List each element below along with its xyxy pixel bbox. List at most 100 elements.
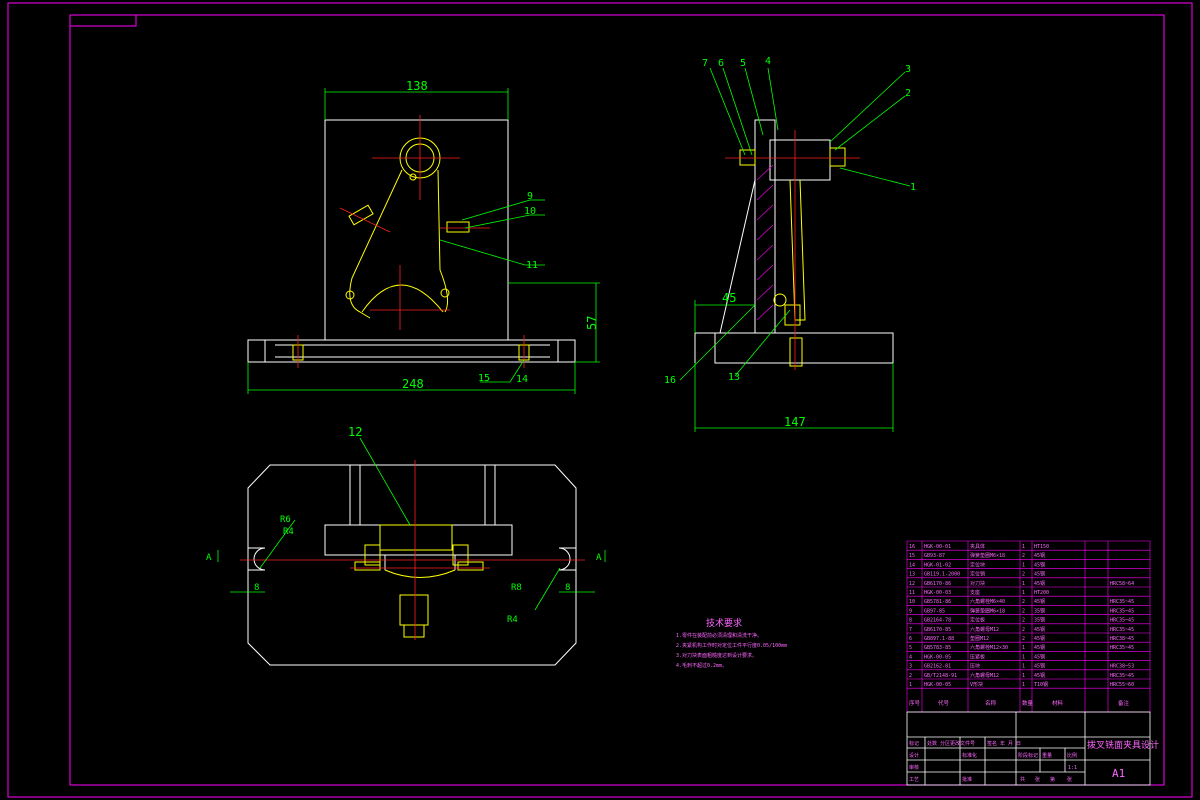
section-mark-right: A — [596, 553, 602, 563]
parts-cell-r6-c1: GB5781-86 — [924, 599, 951, 605]
parts-cell-r9-c2: 六角螺母M12 — [970, 626, 999, 633]
side-view: 45 147 7 6 5 4 3 2 1 16 13 — [664, 56, 916, 432]
drawing-frame — [7, 2, 1193, 798]
tb-role-approve: 批准 — [962, 776, 972, 783]
parts-header-c5: 备注 — [1118, 699, 1130, 707]
parts-cell-r6-c2: 六角螺栓M6×40 — [970, 598, 1005, 605]
parts-cell-r11-c5: HRC35~45 — [1110, 645, 1134, 651]
parts-cell-r8-c2: 定位板 — [970, 617, 985, 624]
parts-cell-r4-c0: 12 — [909, 581, 915, 587]
parts-cell-r2-c1: HGK-01-02 — [924, 562, 951, 568]
parts-cell-r0-c3: 1 — [1022, 544, 1025, 550]
parts-cell-r12-c2: 压紧板 — [970, 653, 985, 660]
parts-cell-r10-c3: 2 — [1022, 636, 1025, 642]
radius-r8: R8 — [511, 583, 522, 593]
parts-cell-r4-c5: HRC58~64 — [1110, 581, 1134, 587]
parts-cell-r1-c0: 15 — [909, 553, 915, 559]
tb-stage-scale: 比例 — [1067, 752, 1077, 759]
balloon-1: 1 — [910, 182, 916, 193]
parts-cell-r7-c5: HRC35~45 — [1110, 608, 1134, 614]
dim-width-base: 248 — [402, 377, 424, 391]
parts-cell-r6-c4: 45钢 — [1034, 598, 1045, 605]
parts-cell-r9-c1: GB6170-85 — [924, 627, 951, 633]
balloon-10: 10 — [524, 206, 536, 217]
parts-cell-r13-c4: 45钢 — [1034, 663, 1045, 670]
parts-cell-r2-c0: 14 — [909, 562, 915, 568]
parts-cell-r14-c1: GB/T2148-91 — [924, 673, 957, 679]
parts-cell-r12-c3: 1 — [1022, 654, 1025, 660]
parts-cell-r6-c5: HRC35~45 — [1110, 599, 1134, 605]
side-dim-width: 147 — [784, 415, 806, 429]
parts-cell-r1-c1: GB93-87 — [924, 553, 945, 559]
parts-cell-r4-c2: 对刀块 — [970, 580, 985, 587]
radius-r6: R6 — [280, 515, 291, 525]
tb-role-standard: 标准化 — [962, 752, 977, 759]
tb-label-date: 年 月 日 — [1000, 740, 1021, 747]
parts-cell-r6-c3: 2 — [1022, 599, 1025, 605]
parts-cell-r7-c1: GB97-85 — [924, 608, 945, 614]
tb-role-design: 设计 — [909, 752, 919, 759]
parts-cell-r12-c4: 45钢 — [1034, 653, 1045, 660]
dim-8-right: 8 — [565, 583, 570, 593]
note-line-2: 2.夹紧机构工作时对定位工件平行度0.05/100mm — [676, 642, 787, 649]
parts-cell-r9-c4: 45钢 — [1034, 626, 1045, 633]
parts-cell-r14-c2: 六角螺母M12 — [970, 672, 999, 679]
tb-sheet-unit1: 张 — [1035, 776, 1040, 783]
parts-cell-r8-c4: 35钢 — [1034, 617, 1045, 624]
balloon-16: 16 — [664, 375, 676, 386]
parts-cell-r7-c2: 弹簧垫圈M6×18 — [970, 607, 1005, 614]
parts-cell-r0-c4: HT150 — [1034, 544, 1049, 550]
balloon-11: 11 — [526, 260, 538, 271]
parts-cell-r5-c4: HT200 — [1034, 590, 1049, 596]
parts-cell-r15-c4: T10钢 — [1034, 681, 1048, 688]
tb-label-zone: 分区 — [940, 740, 950, 747]
balloon-5: 5 — [740, 58, 746, 69]
parts-cell-r13-c0: 3 — [909, 664, 912, 670]
tb-scale-value: 1:1 — [1068, 765, 1077, 771]
tb-label-sign: 签名 — [987, 740, 997, 747]
parts-cell-r1-c4: 45钢 — [1034, 552, 1045, 559]
parts-cell-r11-c0: 5 — [909, 645, 912, 651]
parts-cell-r10-c2: 垫圈M12 — [970, 635, 989, 642]
parts-cell-r14-c3: 1 — [1022, 673, 1025, 679]
tb-label-mark: 标记 — [909, 740, 919, 747]
parts-cell-r11-c1: GB5783-85 — [924, 645, 951, 651]
tb-label-count: 处数 — [927, 740, 937, 747]
parts-cell-r10-c4: 45钢 — [1034, 635, 1045, 642]
balloon-4: 4 — [765, 56, 771, 67]
tb-sheet-total: 共 — [1020, 776, 1025, 783]
parts-cell-r15-c1: HGK-00-05 — [924, 682, 951, 688]
side-dim-offset: 45 — [722, 291, 736, 305]
parts-cell-r3-c0: 13 — [909, 572, 915, 578]
parts-cell-r5-c1: HGK-00-03 — [924, 590, 951, 596]
radius-r4b: R4 — [507, 615, 518, 625]
note-line-3: 3.对刀块表面粗糙度达到设计要求。 — [676, 652, 757, 659]
parts-cell-r2-c3: 1 — [1022, 562, 1025, 568]
parts-cell-r3-c2: 定位销 — [970, 571, 985, 578]
parts-cell-r10-c0: 6 — [909, 636, 912, 642]
tb-label-doc: 更改文件号 — [950, 740, 975, 747]
notes-title: 技术要求 — [706, 617, 742, 629]
parts-cell-r0-c0: 16 — [909, 544, 915, 550]
dim-8-left: 8 — [254, 583, 259, 593]
parts-cell-r15-c5: HRC55~60 — [1110, 682, 1134, 688]
parts-cell-r3-c3: 2 — [1022, 572, 1025, 578]
parts-cell-r9-c0: 7 — [909, 627, 912, 633]
parts-header-c3: 数量 — [1022, 699, 1034, 707]
parts-cell-r4-c3: 1 — [1022, 581, 1025, 587]
parts-cell-r7-c0: 9 — [909, 608, 912, 614]
parts-cell-r12-c1: HGK-00-05 — [924, 654, 951, 660]
parts-cell-r5-c2: 支座 — [970, 589, 980, 596]
balloon-7: 7 — [702, 58, 708, 69]
parts-cell-r6-c0: 10 — [909, 599, 915, 605]
note-line-1: 1.零件在装配前必须清理和清洗干净。 — [676, 632, 762, 639]
parts-cell-r13-c3: 1 — [1022, 664, 1025, 670]
balloon-14: 14 — [516, 374, 528, 385]
upright-plate — [324, 119, 509, 341]
parts-header-c1: 代号 — [938, 699, 950, 707]
parts-cell-r14-c0: 2 — [909, 673, 912, 679]
parts-cell-r7-c3: 2 — [1022, 608, 1025, 614]
parts-cell-r15-c3: 1 — [1022, 682, 1025, 688]
